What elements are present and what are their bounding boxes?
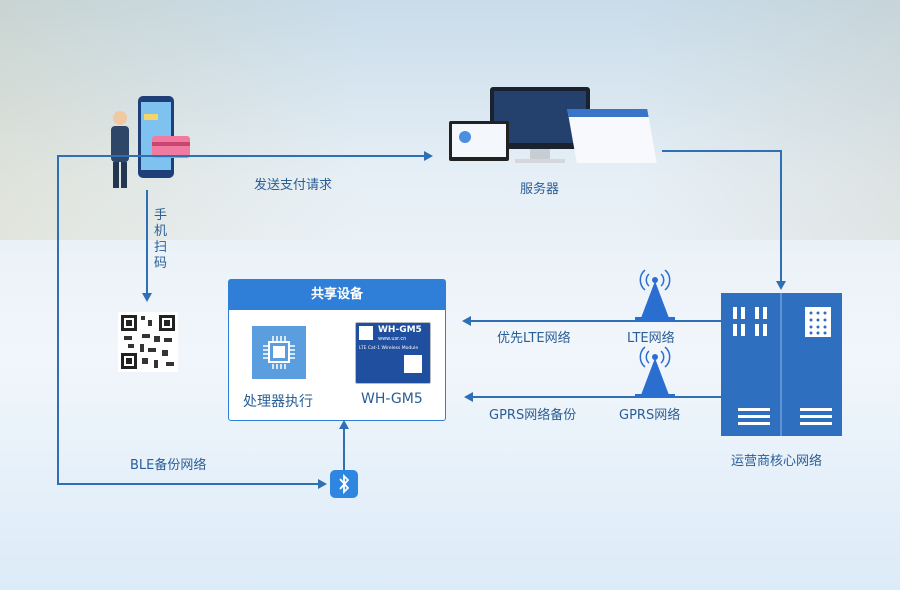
lte-line: [470, 320, 722, 322]
lte-tower-icon: [635, 269, 675, 321]
gprs-network-label: GPRS网络: [619, 408, 681, 423]
lte-network-label: LTE网络: [627, 331, 675, 346]
qr-code-icon: [118, 312, 178, 372]
module-desc-text: LTE Cat-1 Wireless Module: [359, 346, 419, 351]
core-network-server-icon: [721, 293, 842, 436]
server-core-line: [662, 150, 781, 152]
core-network-label: 运营商核心网络: [731, 454, 823, 469]
bluetooth-icon: [330, 470, 358, 498]
processor-chip-icon: [252, 326, 306, 379]
module-qr-icon: [404, 355, 422, 373]
payment-request-line: [57, 155, 425, 157]
shared-device-panel: 共享设备 WH-GM5 www.usr.cn LTE Cat-1 Wireles…: [228, 279, 446, 421]
module-url-text: www.usr.cn: [378, 336, 407, 342]
module-label: WH-GM5: [361, 391, 423, 407]
arrow-left-icon: [462, 316, 471, 326]
wh-gm5-module-image: WH-GM5 www.usr.cn LTE Cat-1 Wireless Mod…: [355, 322, 431, 384]
shared-device-title: 共享设备: [229, 280, 445, 310]
arrow-right-icon: [424, 151, 433, 161]
arrow-down-icon: [142, 293, 152, 302]
server-core-line-vertical: [780, 150, 782, 282]
scan-line: [146, 190, 148, 294]
server-label: 服务器: [520, 182, 560, 197]
gprs-backup-label: GPRS网络备份: [489, 408, 577, 423]
ble-backup-label: BLE备份网络: [130, 458, 207, 473]
ble-line-vertical: [57, 155, 59, 484]
arrow-right-icon: [318, 479, 327, 489]
usr-logo-icon: [359, 326, 373, 340]
ble-line: [57, 483, 319, 485]
gprs-line: [472, 396, 722, 398]
person-phone-icon: [111, 96, 190, 188]
module-model-text: WH-GM5: [378, 325, 422, 335]
arrow-up-icon: [339, 420, 349, 429]
arrow-left-icon: [464, 392, 473, 402]
gprs-tower-icon: [635, 346, 675, 398]
send-payment-label: 发送支付请求: [254, 178, 333, 193]
lte-priority-label: 优先LTE网络: [497, 331, 571, 346]
phone-scan-label: 手机扫码: [154, 208, 168, 271]
arrow-down-icon: [776, 281, 786, 290]
processor-label: 处理器执行: [243, 394, 313, 410]
ble-up-line: [343, 428, 345, 470]
server-screens-icon: [449, 87, 657, 163]
